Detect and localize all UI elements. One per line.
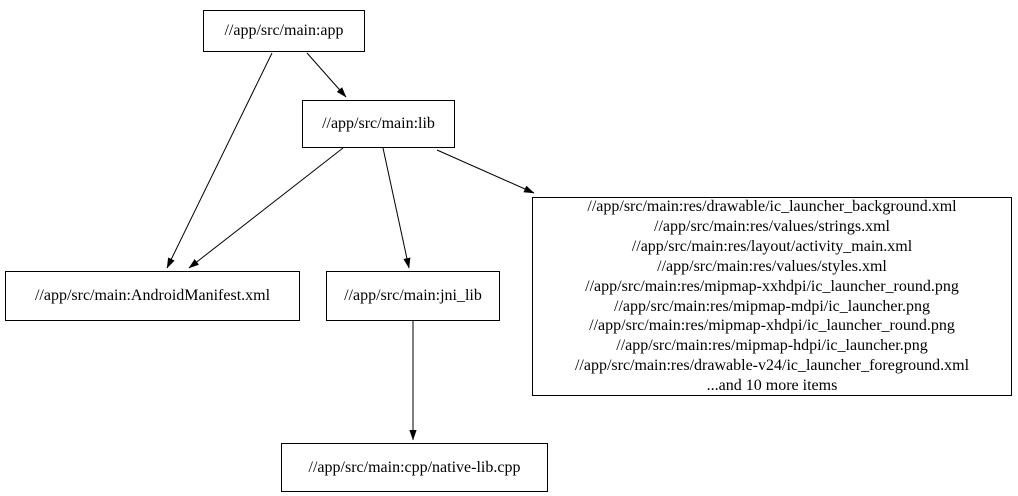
edge-lib-to-manifest	[188, 147, 344, 269]
node-native-lib-cpp-label: //app/src/main:cpp/native-lib.cpp	[308, 458, 521, 476]
node-jni-lib: //app/src/main:jni_lib	[326, 271, 500, 321]
node-app: //app/src/main:app	[203, 10, 365, 52]
node-native-lib-cpp: //app/src/main:cpp/native-lib.cpp	[281, 443, 548, 492]
edge-app-to-lib	[306, 52, 347, 98]
res-line: //app/src/main:res/mipmap-xhdpi/ic_launc…	[589, 317, 955, 335]
res-line: ...and 10 more items	[706, 377, 838, 395]
edge-lib-to-jni-lib	[382, 147, 411, 269]
res-line: //app/src/main:res/drawable/ic_launcher_…	[587, 197, 957, 215]
node-android-manifest: //app/src/main:AndroidManifest.xml	[5, 271, 300, 321]
res-line: //app/src/main:res/mipmap-mdpi/ic_launch…	[614, 297, 930, 315]
node-app-label: //app/src/main:app	[224, 22, 344, 40]
res-line: //app/src/main:res/mipmap-hdpi/ic_launch…	[616, 337, 928, 355]
res-line: //app/src/main:res/values/strings.xml	[654, 217, 890, 235]
node-lib-label: //app/src/main:lib	[322, 115, 435, 133]
edge-lib-to-res	[436, 149, 535, 194]
node-res-group: //app/src/main:res/drawable/ic_launcher_…	[532, 197, 1012, 396]
node-jni-lib-label: //app/src/main:jni_lib	[344, 287, 482, 305]
res-line: //app/src/main:res/layout/activity_main.…	[631, 237, 913, 255]
node-android-manifest-label: //app/src/main:AndroidManifest.xml	[34, 287, 271, 305]
res-line: //app/src/main:res/mipmap-xxhdpi/ic_laun…	[585, 277, 959, 295]
node-lib: //app/src/main:lib	[302, 100, 455, 148]
res-line: //app/src/main:res/drawable-v24/ic_launc…	[574, 357, 970, 375]
node-res-group-lines: //app/src/main:res/drawable/ic_launcher_…	[575, 197, 969, 396]
res-line: //app/src/main:res/values/styles.xml	[657, 257, 887, 275]
edge-app-to-manifest	[166, 52, 273, 269]
